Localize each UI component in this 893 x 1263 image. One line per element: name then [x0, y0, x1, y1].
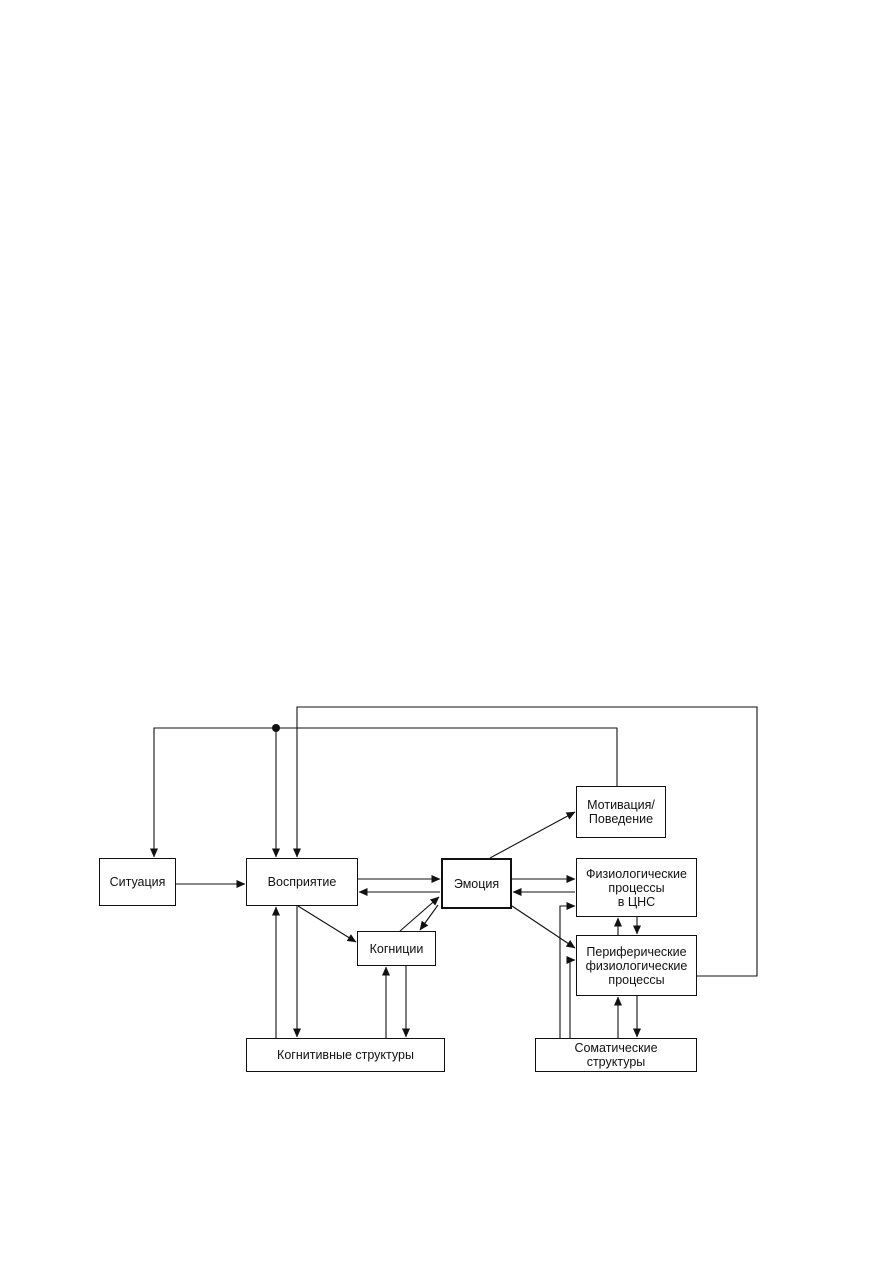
arrow-cognitions-to-emotion — [399, 896, 440, 932]
node-motivation-label: Мотивация/ Поведение — [587, 798, 655, 826]
junction-dot — [272, 724, 280, 732]
node-cognitive-structures-label: Когнитивные структуры — [277, 1048, 414, 1062]
node-peripheral: Периферические физиологические процессы — [576, 935, 697, 996]
line-peripheral-feedback-outer — [293, 706, 758, 977]
node-situation: Ситуация — [99, 858, 176, 906]
arrow-emotion-to-peripheral — [511, 905, 576, 949]
arrow-somatic-to-peripheral-side — [566, 956, 576, 1038]
arrow-perception-to-cognitions — [297, 905, 357, 943]
node-cns: Физиологические процессы в ЦНС — [576, 858, 697, 917]
node-cognitions-label: Когниции — [369, 941, 424, 956]
line-motivation-feedback-top — [150, 727, 618, 858]
node-perception-label: Восприятие — [267, 875, 337, 889]
node-somatic-structures: Соматические структуры — [535, 1038, 697, 1072]
node-peripheral-label: Периферические физиологические процессы — [585, 944, 688, 987]
node-situation-label: Ситуация — [109, 875, 166, 889]
node-somatic-structures-label: Соматические структуры — [574, 1041, 658, 1069]
node-cognitive-structures: Когнитивные структуры — [246, 1038, 445, 1072]
node-motivation: Мотивация/ Поведение — [576, 786, 666, 838]
arrow-emotion-to-motivation — [489, 811, 576, 859]
node-emotion-label: Эмоция — [453, 876, 500, 891]
arrow-emotion-to-cognitions — [419, 904, 439, 931]
node-perception: Восприятие — [246, 858, 358, 906]
node-emotion: Эмоция — [441, 858, 512, 909]
arrow-somatic-to-cns — [559, 902, 576, 1038]
node-cognitions: Когниции — [357, 931, 436, 966]
node-cns-label: Физиологические процессы в ЦНС — [586, 866, 687, 909]
